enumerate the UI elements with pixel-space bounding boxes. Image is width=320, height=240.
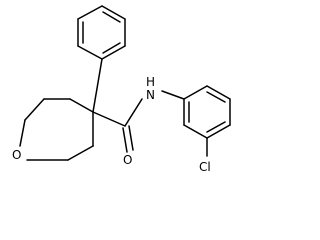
- nitrogen-label: N: [146, 88, 155, 102]
- bond: [124, 98, 143, 127]
- amide-group: [92, 90, 185, 153]
- bond: [69, 98, 94, 113]
- bond: [206, 91, 226, 103]
- bond: [206, 124, 231, 139]
- carbonyl-oxygen-label: O: [123, 153, 132, 167]
- bond: [77, 5, 103, 20]
- bond: [206, 121, 226, 133]
- chlorophenyl-ring: [183, 85, 231, 139]
- bond: [183, 85, 208, 100]
- bond: [122, 127, 128, 153]
- bond: [67, 145, 94, 161]
- ring-oxygen-label: O: [12, 148, 21, 162]
- chlorine-label: Cl: [199, 160, 211, 174]
- tetrahydropyran-ring: [19, 98, 94, 161]
- bond: [92, 111, 126, 127]
- bond: [101, 5, 126, 20]
- hydrogen-label: H: [146, 75, 155, 89]
- bond: [102, 42, 121, 54]
- bond: [101, 45, 126, 60]
- bond: [92, 58, 103, 113]
- bond: [102, 11, 121, 23]
- chemical-structure-diagram: O O N H Cl: [12, 5, 231, 174]
- bond: [128, 125, 134, 151]
- bond: [183, 124, 208, 139]
- bond: [77, 45, 103, 60]
- bond: [24, 98, 45, 121]
- bond: [19, 119, 26, 147]
- phenyl-ring: [77, 5, 126, 60]
- bond: [206, 85, 231, 100]
- bond: [161, 90, 185, 100]
